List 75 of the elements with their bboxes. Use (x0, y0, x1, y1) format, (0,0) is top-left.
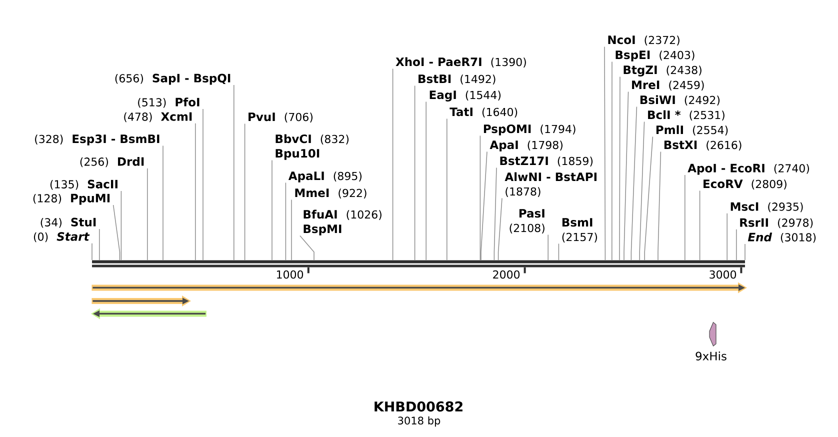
leader-line (147, 168, 148, 260)
tick-label: 2000 (493, 270, 520, 279)
site-label: BbvCI (832) Bpu10I (276, 134, 349, 160)
leader-line (99, 228, 100, 260)
leader-line (630, 106, 638, 260)
leader-line (291, 199, 292, 260)
leader-line (658, 151, 662, 260)
site-label: PvuI (706) (248, 112, 313, 122)
title: KHBD00682 (374, 401, 462, 412)
site-label: MreI (2459) (632, 80, 704, 90)
leader-line (120, 190, 122, 260)
site-label: End (3018) (748, 232, 816, 243)
leader-line (285, 182, 286, 260)
leader-line (558, 243, 560, 260)
leader-line (244, 123, 246, 260)
site-label: MmeI (922) (295, 188, 366, 198)
site-label: ApaLI (895) (288, 172, 362, 182)
leader-line (699, 190, 700, 260)
leader-line (684, 174, 686, 260)
site-label: BtgZI (2438) (624, 66, 702, 76)
site-label: BstXI (2616) (664, 140, 742, 150)
leader-line (736, 229, 737, 260)
leader-line (300, 235, 314, 260)
site-label: BsiWI (2492) (640, 95, 720, 106)
feature-label: 9xHis (696, 352, 726, 360)
site-label: (135) SacII (50, 180, 118, 190)
tick-label: 1000 (277, 270, 304, 279)
leader-line (202, 108, 204, 260)
site-label: BfuAI (1026) BspMI (304, 210, 382, 236)
site-label: EcoRV (2809) (704, 180, 786, 190)
leader-line (414, 85, 416, 260)
leader-line (624, 91, 629, 260)
leader-line (112, 204, 120, 260)
site-label: (0) Start (34, 232, 90, 242)
site-label: (656) SapI - BspQI (115, 74, 230, 85)
site-label: PmlI (2554) (656, 125, 728, 136)
site-label: (34) StuI (40, 218, 96, 228)
site-label: (513) PfoI (138, 98, 200, 108)
leader-line (726, 213, 728, 260)
caption: 3018 bp (398, 416, 440, 427)
leader-line (639, 121, 645, 260)
site-label: XhoI - PaeR7I (1390) (396, 57, 526, 68)
site-label: (478) XcmI (124, 112, 192, 122)
site-label: (128) PpuMI (33, 194, 110, 205)
site-label: AlwNI - BstAPI (1878) (504, 172, 596, 197)
leader-line (446, 118, 448, 260)
site-label: (328) Esp3I - BsmBI (35, 134, 160, 146)
site-label: TatI (1640) (450, 108, 518, 118)
tick-label: 3000 (710, 270, 736, 279)
site-label: NcoI (2372) (608, 36, 680, 46)
site-label: PasI (2108) (510, 209, 544, 234)
leader-line (644, 136, 654, 260)
site-label: BsmI (2157) (562, 218, 598, 242)
site-label: BstBI (1492) (418, 74, 496, 84)
site-label: ApaI (1798) (490, 140, 562, 152)
site-label: ApoI - EcoRI (2740) (688, 164, 810, 175)
site-label: PspOMI (1794) (484, 124, 576, 136)
leader-line (480, 135, 481, 260)
site-label: EagI (1544) (430, 90, 501, 102)
leader-line (162, 145, 164, 260)
leader-line (392, 68, 394, 260)
leader-line (604, 46, 606, 260)
site-label: MscI (2935) (730, 202, 803, 212)
leader-line (498, 198, 502, 260)
dna-backbone (92, 260, 745, 268)
leader-line (480, 151, 488, 260)
leader-line (494, 167, 497, 260)
site-label: (256) DrdI (80, 156, 144, 168)
leader-line (195, 123, 196, 260)
site-label: BstZ17I (1859) (500, 156, 593, 166)
site-label: RsrII (2978) (740, 218, 813, 228)
site-label: BclI * (2531) (648, 110, 724, 120)
leader-line (744, 244, 746, 260)
site-label: BspEI (2403) (616, 50, 694, 62)
leader-line (619, 76, 620, 260)
